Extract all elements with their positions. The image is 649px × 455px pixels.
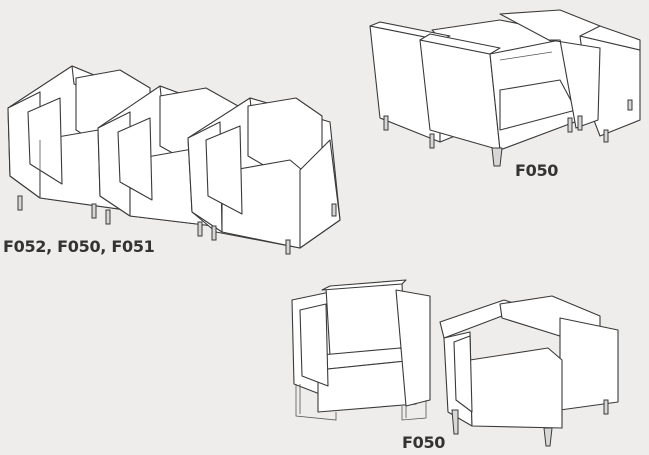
label-two-chairs: F050 — [402, 433, 446, 452]
tapered-leg-chair — [439, 295, 619, 447]
label-back-to-back-chairs: F050 — [515, 161, 559, 180]
front-right-chair — [419, 33, 601, 167]
sled-base-chair — [291, 279, 431, 421]
sofa-left-module — [7, 65, 151, 219]
sofa-right-module — [187, 97, 341, 255]
label-three-seat-sofa: F052, F050, F051 — [3, 237, 155, 256]
